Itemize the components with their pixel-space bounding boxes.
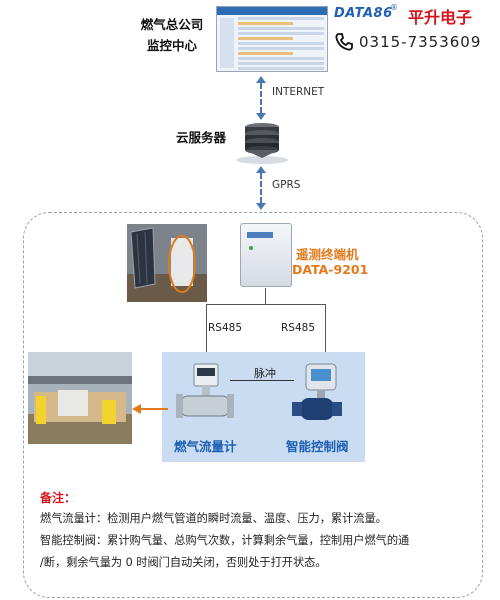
terminal-bus-drop [265,288,266,304]
note-line-3: /断，剩余气量为 0 时阀门自动关闭，否则处于打开状态。 [40,556,327,569]
smart-control-valve-icon [290,362,344,428]
hq-line2: 监控中心 [146,38,197,53]
cloud-server-label: 云服务器 [176,130,227,145]
gprs-link-line [260,173,262,203]
pulse-signal-line [230,380,294,381]
rs485-right-label: RS485 [281,322,316,334]
note-line-1: 燃气流量计：检测用户燃气管道的瞬时流量、温度、压力，累计流量。 [40,512,387,525]
phone-number: 0315-7353609 [359,33,482,51]
internet-arrow-down-icon [256,113,266,120]
gas-flowmeter-icon [176,362,234,424]
brand-cn-name: 平升电子 [408,8,473,27]
flowmeter-label: 燃气流量计 [174,439,237,454]
rs485-right-line [325,304,326,352]
terminal-name: 遥测终端机 [296,247,359,262]
gprs-arrow-up-icon [256,166,266,173]
internet-arrow-up-icon [256,76,266,83]
rs485-bus-line [206,304,326,305]
phone-contact: 0315-7353609 [334,32,500,54]
rs485-left-label: RS485 [208,322,243,334]
notes-title: 备注： [40,491,77,505]
terminal-installation-photo [127,224,207,302]
note-line-2: 智能控制阀：累计购气量、总购气次数，计算剩余气量，控制用户燃气的通 [40,534,410,547]
brand-logo: DATA86 ® 平升电子 [334,3,500,28]
phone-icon [334,32,354,52]
site-region [23,212,483,598]
orange-arrow-icon [132,399,168,414]
brand-registered-mark: ® [390,3,398,12]
monitoring-software-screenshot [216,6,328,72]
gprs-arrow-down-icon [256,203,266,210]
hq-label: 燃气总公司 监控中心 [132,14,212,56]
brand-name: DATA86 [334,6,393,21]
gprs-label: GPRS [272,179,301,191]
rs485-left-line [206,304,207,352]
internet-link-line [260,83,262,113]
telemetry-terminal-device [240,223,292,287]
internet-label: INTERNET [272,86,325,98]
pulse-label: 脉冲 [254,367,276,380]
terminal-model: DATA-9201 [292,262,369,277]
hq-line1: 燃气总公司 [140,17,204,32]
server-stack-icon [234,120,290,164]
gas-station-site-photo [28,352,132,444]
control-valve-label: 智能控制阀 [286,439,349,454]
